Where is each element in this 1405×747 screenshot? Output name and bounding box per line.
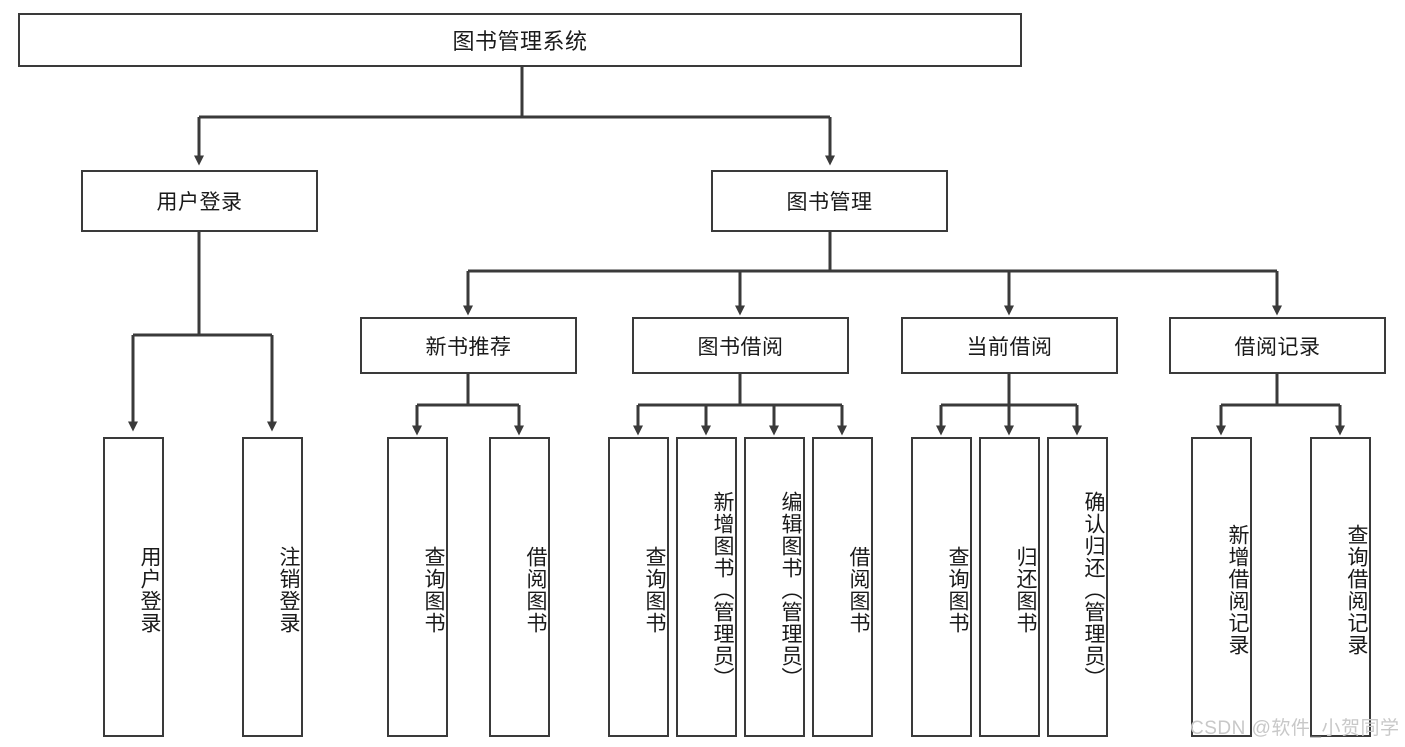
- leaf-label: 借阅图书: [847, 546, 870, 634]
- node-root[interactable]: 图书管理系统: [18, 13, 1022, 67]
- leaf-borrow-borrow-book[interactable]: 借阅图书: [812, 437, 873, 737]
- leaf-records-add-record[interactable]: 新增借阅记录: [1191, 437, 1252, 737]
- node-new-book-recommend-label: 新书推荐: [425, 335, 512, 359]
- node-root-label: 图书管理系统: [452, 29, 588, 54]
- leaf-user-login-login[interactable]: 用户登录: [103, 437, 164, 737]
- leaf-label: 确认归还（管理员）: [1082, 491, 1105, 689]
- node-book-borrow[interactable]: 图书借阅: [632, 317, 849, 374]
- leaf-user-login-logout[interactable]: 注销登录: [242, 437, 303, 737]
- leaf-current-query-book[interactable]: 查询图书: [911, 437, 972, 737]
- leaf-label: 注销登录: [277, 546, 300, 634]
- leaf-label: 查询图书: [643, 546, 666, 634]
- leaf-label: 新增借阅记录: [1226, 524, 1249, 656]
- node-current-borrow-label: 当前借阅: [966, 335, 1053, 359]
- leaf-borrow-edit-book[interactable]: 编辑图书（管理员）: [744, 437, 805, 737]
- node-borrow-records[interactable]: 借阅记录: [1169, 317, 1386, 374]
- leaf-label: 用户登录: [138, 546, 161, 634]
- leaf-borrow-add-book[interactable]: 新增图书（管理员）: [676, 437, 737, 737]
- node-new-book-recommend[interactable]: 新书推荐: [360, 317, 577, 374]
- node-book-management-label: 图书管理: [786, 191, 873, 214]
- leaf-label: 归还图书: [1014, 546, 1037, 634]
- node-current-borrow[interactable]: 当前借阅: [901, 317, 1118, 374]
- leaf-label: 编辑图书（管理员）: [779, 491, 802, 689]
- node-borrow-records-label: 借阅记录: [1234, 335, 1321, 359]
- leaf-label: 查询借阅记录: [1345, 524, 1368, 656]
- leaf-label: 查询图书: [946, 546, 969, 634]
- node-book-borrow-label: 图书借阅: [697, 335, 784, 359]
- leaf-label: 查询图书: [422, 546, 445, 634]
- node-book-management[interactable]: 图书管理: [711, 170, 948, 232]
- leaf-borrow-query-book[interactable]: 查询图书: [608, 437, 669, 737]
- leaf-label: 借阅图书: [524, 546, 547, 634]
- leaf-current-confirm-return[interactable]: 确认归还（管理员）: [1047, 437, 1108, 737]
- node-user-login[interactable]: 用户登录: [81, 170, 318, 232]
- leaf-label: 新增图书（管理员）: [711, 491, 734, 689]
- node-user-login-label: 用户登录: [156, 191, 243, 214]
- leaf-records-query-record[interactable]: 查询借阅记录: [1310, 437, 1371, 737]
- leaf-current-return-book[interactable]: 归还图书: [979, 437, 1040, 737]
- leaf-recommend-borrow-book[interactable]: 借阅图书: [489, 437, 550, 737]
- leaf-recommend-query-book[interactable]: 查询图书: [387, 437, 448, 737]
- csdn-watermark: CSDN @软件_小贺同学: [1190, 718, 1400, 739]
